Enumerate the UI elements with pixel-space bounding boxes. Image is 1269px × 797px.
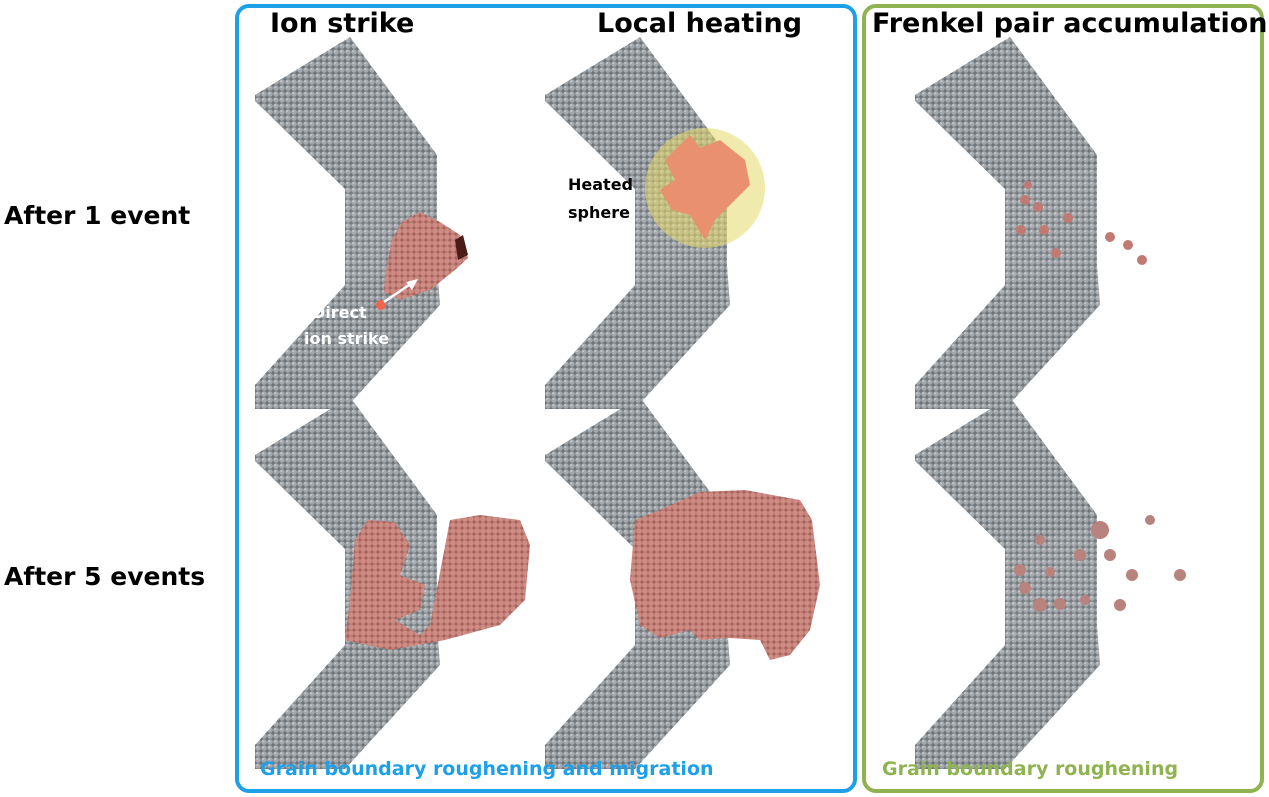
damage-region xyxy=(455,235,468,260)
panel-frenkel-5-events xyxy=(915,397,1100,769)
ion-strike-local-heating-group-frame xyxy=(235,4,857,793)
panel-frenkel-1-event xyxy=(915,37,1100,409)
ion-arrow xyxy=(383,281,413,304)
caption-green-group: Grain boundary roughening xyxy=(882,758,1179,780)
row-label-after-1-event: After 1 event xyxy=(4,201,191,230)
label-direct: Direct xyxy=(312,303,367,322)
frenkel-clusters-5-events xyxy=(1014,515,1186,612)
row-label-after-5-events: After 5 events xyxy=(4,562,206,591)
label-heated: Heated xyxy=(568,175,633,194)
damage-region xyxy=(660,135,750,240)
column-title-frenkel: Frenkel pair accumulation xyxy=(872,8,1268,39)
column-title-local-heating: Local heating xyxy=(597,8,803,39)
damage-region xyxy=(345,515,530,650)
frenkel-clusters-1-event xyxy=(1016,181,1147,265)
column-title-ion-strike: Ion strike xyxy=(270,8,415,39)
damage-region xyxy=(630,490,820,660)
caption-blue-group: Grain boundary roughening and migration xyxy=(260,758,714,780)
label-sphere: sphere xyxy=(568,203,630,222)
ion-marker xyxy=(376,300,386,310)
damage-region xyxy=(384,212,468,300)
frenkel-group-frame xyxy=(862,4,1264,793)
label-ion-strike: ion strike xyxy=(304,329,389,348)
